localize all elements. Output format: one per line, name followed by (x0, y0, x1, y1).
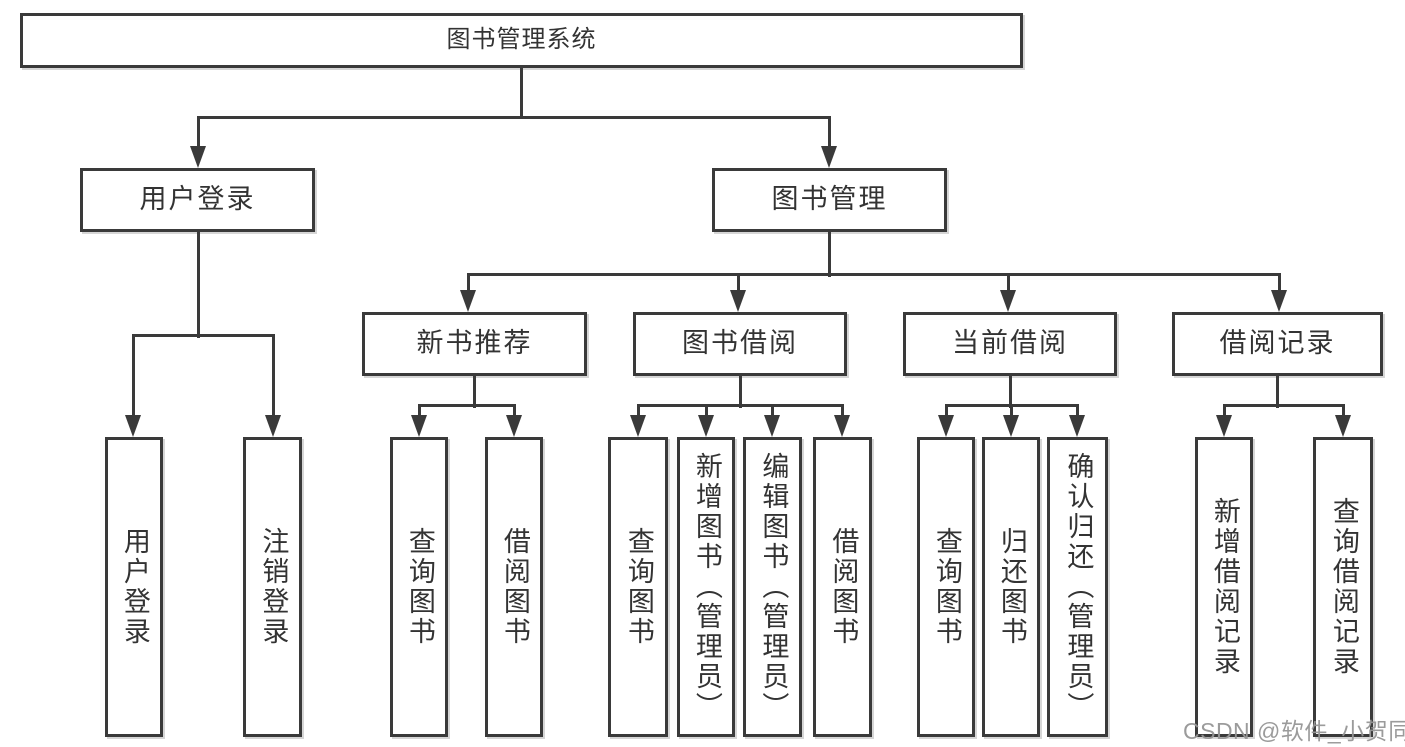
connector-arrow-stub (827, 117, 831, 148)
arrow-down-icon (1003, 415, 1019, 437)
leaf-borrow-books: 借阅图书 (813, 437, 872, 737)
connector-arrow-stub (840, 405, 844, 417)
node-user-login: 用户登录 (80, 168, 315, 232)
connector-hline (196, 115, 831, 119)
arrow-down-icon (730, 290, 746, 312)
leaf-return-books: 归还图书 (982, 437, 1040, 737)
leaf-query-books-recommend: 查询图书 (390, 437, 448, 737)
connector-arrow-stub (271, 335, 275, 417)
connector-hline (466, 272, 1281, 276)
arrow-down-icon (1335, 415, 1351, 437)
connector-arrow-stub (944, 405, 948, 417)
arrow-down-icon (698, 415, 714, 437)
connector-arrow-stub (1009, 405, 1013, 417)
leaf-confirm-return-admin: 确认归还（管理员） (1047, 437, 1108, 737)
connector-arrow-stub (196, 117, 200, 148)
connector-arrow-stub (1277, 274, 1281, 292)
arrow-down-icon (411, 415, 427, 437)
connector-arrow-stub (770, 405, 774, 417)
leaf-query-borrow-record: 查询借阅记录 (1313, 437, 1373, 737)
connector-arrow-stub (512, 405, 516, 417)
arrow-down-icon (190, 146, 206, 168)
arrow-down-icon (506, 415, 522, 437)
connector-hline (417, 403, 516, 407)
node-library-management-system: 图书管理系统 (20, 13, 1023, 68)
connector-arrow-stub (131, 335, 135, 417)
connector-arrow-stub (1222, 405, 1226, 417)
connector-arrow-stub (736, 274, 740, 292)
node-book-borrow: 图书借阅 (633, 312, 847, 376)
arrow-down-icon (265, 415, 281, 437)
connector-arrow-stub (1341, 405, 1345, 417)
connector-arrow-stub (466, 274, 470, 292)
arrow-down-icon (938, 415, 954, 437)
connector-vline (196, 232, 200, 338)
connector-arrow-stub (1006, 274, 1010, 292)
leaf-edit-books-admin: 编辑图书（管理员） (743, 437, 802, 737)
node-new-book-recommend: 新书推荐 (362, 312, 587, 376)
connector-vline (1008, 376, 1012, 408)
node-borrow-records: 借阅记录 (1172, 312, 1383, 376)
connector-arrow-stub (704, 405, 708, 417)
arrow-down-icon (1069, 415, 1085, 437)
leaf-query-books-borrow: 查询图书 (608, 437, 668, 737)
connector-vline (738, 376, 742, 408)
arrow-down-icon (1216, 415, 1232, 437)
connector-arrow-stub (417, 405, 421, 417)
csdn-watermark: CSDN @软件_小贺同学 (1183, 718, 1405, 744)
connector-vline (1275, 376, 1279, 408)
node-current-borrow: 当前借阅 (903, 312, 1117, 376)
arrow-down-icon (1271, 290, 1287, 312)
connector-arrow-stub (1075, 405, 1079, 417)
leaf-add-borrow-record: 新增借阅记录 (1195, 437, 1253, 737)
leaf-borrow-books-recommend: 借阅图书 (485, 437, 543, 737)
connector-hline (636, 403, 844, 407)
arrow-down-icon (1000, 290, 1016, 312)
arrow-down-icon (125, 415, 141, 437)
connector-vline (472, 376, 476, 408)
connector-hline (1222, 403, 1345, 407)
arrow-down-icon (630, 415, 646, 437)
leaf-query-books-current: 查询图书 (917, 437, 975, 737)
connector-vline (519, 68, 523, 117)
arrow-down-icon (764, 415, 780, 437)
connector-arrow-stub (636, 405, 640, 417)
connector-vline (827, 232, 831, 277)
leaf-logout: 注销登录 (243, 437, 302, 737)
leaf-user-login: 用户登录 (105, 437, 163, 737)
arrow-down-icon (821, 146, 837, 168)
node-book-management: 图书管理 (712, 168, 947, 232)
arrow-down-icon (834, 415, 850, 437)
connector-hline (131, 333, 275, 337)
leaf-add-books-admin: 新增图书（管理员） (677, 437, 735, 737)
arrow-down-icon (460, 290, 476, 312)
